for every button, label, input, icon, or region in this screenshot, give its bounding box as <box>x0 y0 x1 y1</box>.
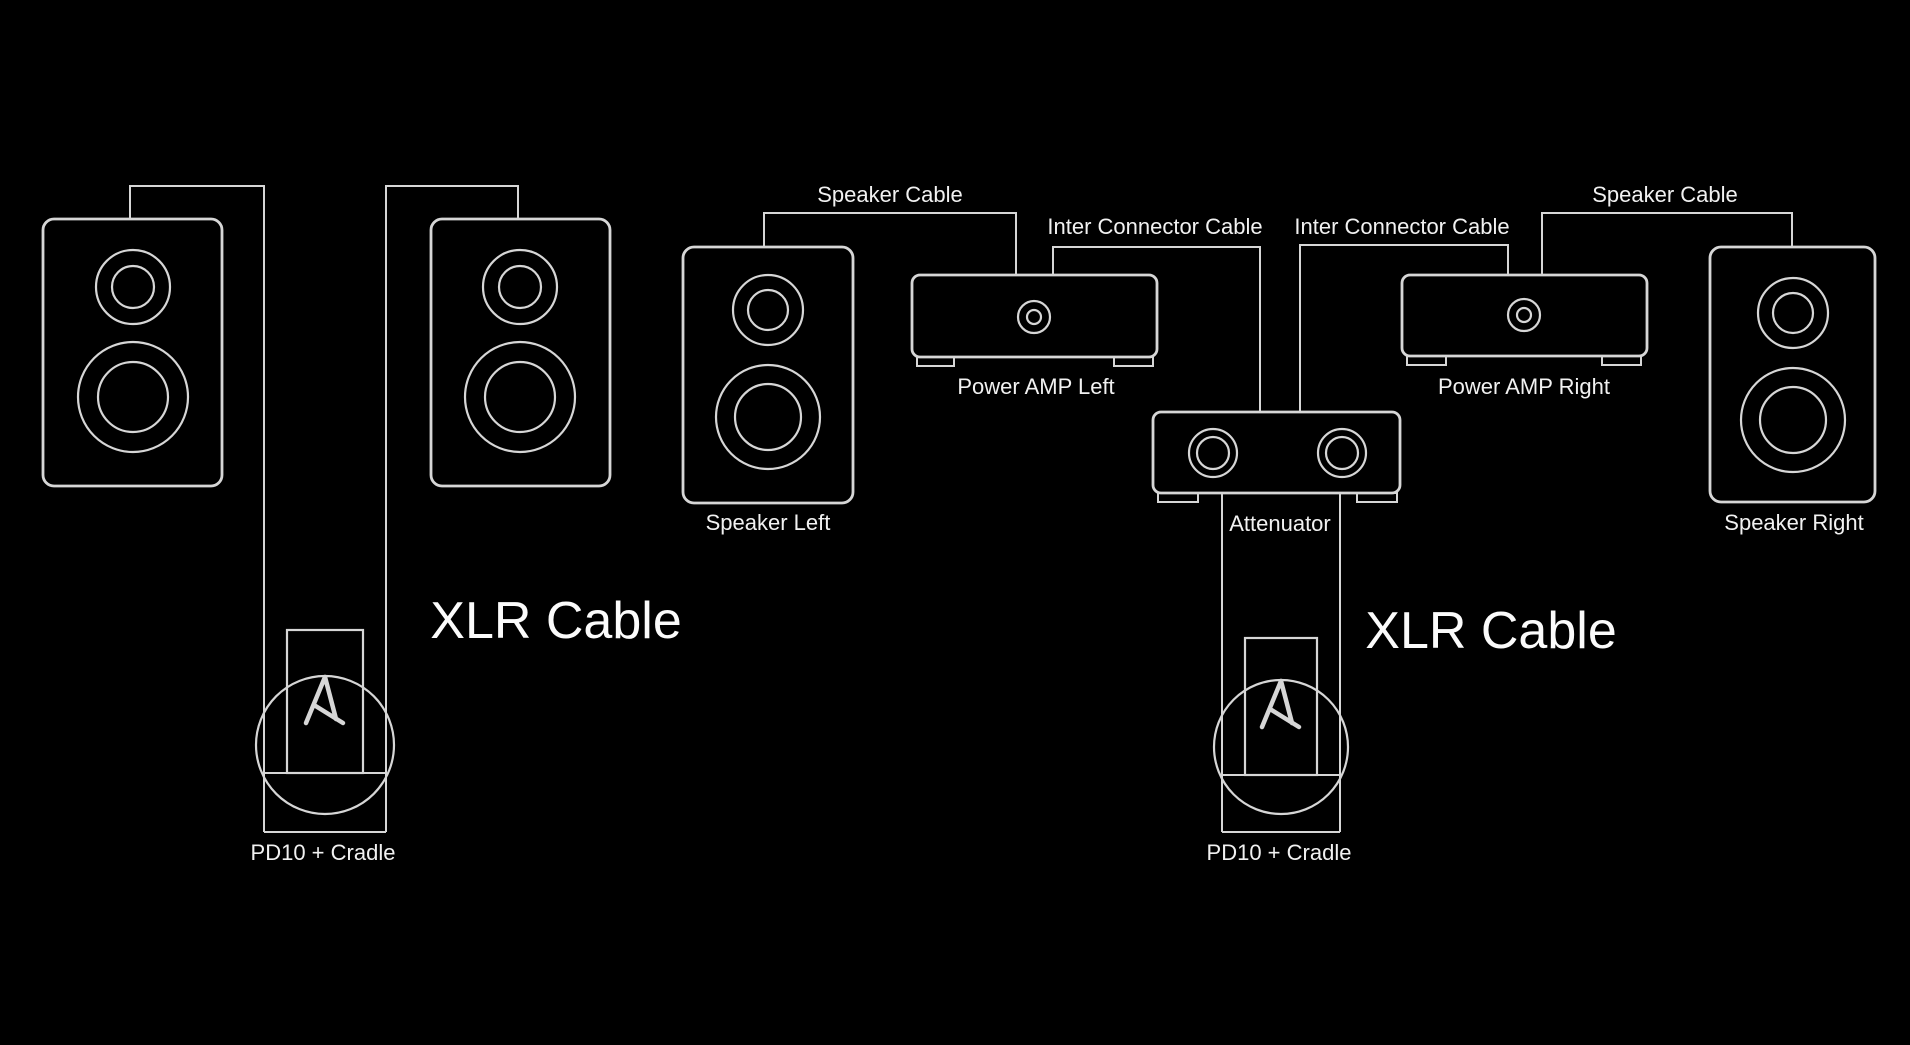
inter-connector-cable-line-left <box>1052 246 1261 412</box>
attenuator-foot <box>1356 492 1398 503</box>
left-setup-shapes <box>41 185 612 833</box>
speaker-cable-line-left <box>763 212 1017 275</box>
astell-kern-a-icon <box>1259 678 1302 730</box>
amp-foot <box>1113 356 1154 367</box>
power-amp-left-label: Power AMP Left <box>957 374 1114 399</box>
astell-kern-a-icon <box>303 674 346 726</box>
speaker-b-cabinet <box>429 217 612 488</box>
attenuator-foot <box>1157 492 1199 503</box>
woofer-circle <box>463 340 577 454</box>
speaker-left <box>681 245 855 505</box>
xlr-cable-line-left <box>129 185 265 832</box>
inter-connector-cable-line-right <box>1299 244 1509 412</box>
woofer-circle <box>714 363 822 471</box>
attenuator <box>1151 410 1402 503</box>
speaker-right-label: Speaker Right <box>1724 510 1863 535</box>
speaker-a-cabinet <box>41 217 224 488</box>
power-amp-left-body <box>910 273 1159 359</box>
speaker-cable-label-left: Speaker Cable <box>817 182 963 207</box>
inter-connector-cable-label-left: Inter Connector Cable <box>1047 214 1262 239</box>
power-amp-left <box>910 273 1159 367</box>
tweeter-inner-circle <box>746 288 790 332</box>
power-amp-right-label: Power AMP Right <box>1438 374 1610 399</box>
pd10-player <box>285 628 365 775</box>
left-setup: XLR Cable PD10 + Cradle <box>41 185 682 865</box>
speaker-a <box>41 217 224 488</box>
speaker-b <box>429 217 612 488</box>
pd10-cradle-label: PD10 + Cradle <box>1207 840 1352 865</box>
tweeter-inner-circle <box>497 264 543 310</box>
xlr-cable-line-right <box>385 185 519 832</box>
tweeter-inner-circle <box>1771 291 1815 335</box>
tweeter-inner-circle <box>110 264 156 310</box>
speaker-cable-label-right: Speaker Cable <box>1592 182 1738 207</box>
speaker-right-cabinet <box>1708 245 1877 504</box>
amp-knob <box>1016 299 1052 335</box>
xlr-cable-label: XLR Cable <box>1365 602 1616 660</box>
amp-foot <box>1601 355 1642 366</box>
power-amp-right <box>1400 273 1649 366</box>
woofer-inner-circle <box>1758 385 1828 455</box>
pd10-cradle <box>254 628 396 833</box>
tweeter-circle <box>481 248 559 326</box>
amp-foot <box>916 356 955 367</box>
amp-knob-center <box>1515 306 1533 324</box>
pd10-cradle <box>1212 636 1350 833</box>
speaker-cable-line-right <box>1541 212 1793 275</box>
woofer-inner-circle <box>733 382 803 452</box>
tweeter-circle <box>1756 276 1830 350</box>
amp-knob <box>1506 297 1542 333</box>
pd10-player <box>1243 636 1319 777</box>
attenuator-body <box>1151 410 1402 495</box>
inter-connector-cable-label-right: Inter Connector Cable <box>1294 214 1509 239</box>
attenuator-knob <box>1187 427 1239 479</box>
right-setup-shapes <box>681 212 1877 833</box>
pd10-cradle-label: PD10 + Cradle <box>251 840 396 865</box>
woofer-circle <box>76 340 190 454</box>
tweeter-circle <box>94 248 172 326</box>
woofer-inner-circle <box>96 360 170 434</box>
attenuator-knob-center <box>1195 435 1231 471</box>
amp-foot <box>1406 355 1447 366</box>
speaker-left-cabinet <box>681 245 855 505</box>
amp-knob-center <box>1025 308 1043 326</box>
right-setup: Speaker Cable Inter Connector Cable Inte… <box>681 182 1877 865</box>
attenuator-knob-center <box>1324 435 1360 471</box>
attenuator-label: Attenuator <box>1229 511 1331 536</box>
woofer-circle <box>1739 366 1847 474</box>
power-amp-right-body <box>1400 273 1649 358</box>
speaker-left-label: Speaker Left <box>706 510 831 535</box>
woofer-inner-circle <box>483 360 557 434</box>
tweeter-circle <box>731 273 805 347</box>
speaker-right <box>1708 245 1877 504</box>
attenuator-knob <box>1316 427 1368 479</box>
xlr-cable-label: XLR Cable <box>430 592 681 650</box>
